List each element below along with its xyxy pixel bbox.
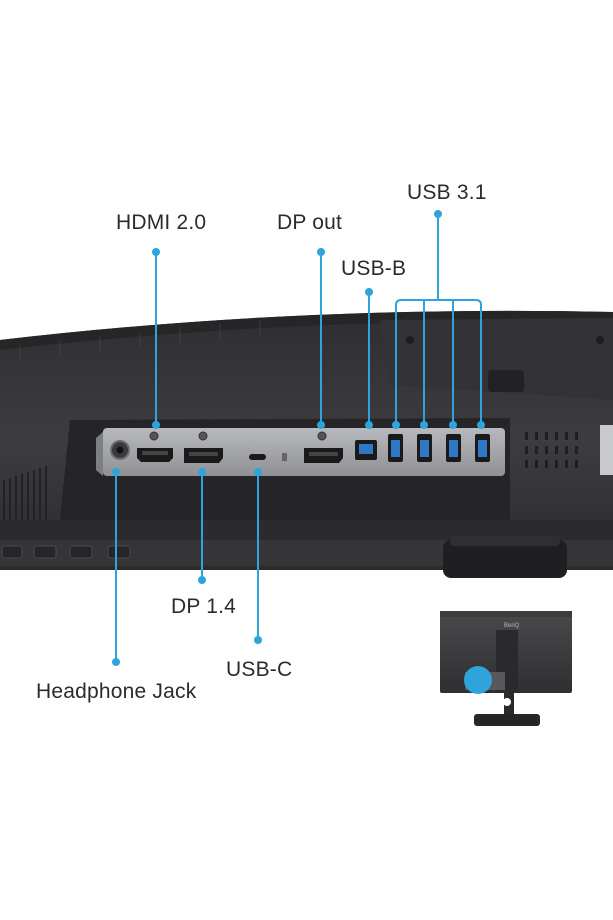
right-vent bbox=[525, 432, 578, 468]
right-side-panel bbox=[600, 425, 613, 475]
mount-screw bbox=[406, 336, 414, 344]
port-panel-left bbox=[96, 432, 103, 476]
label-usb-3-1: USB 3.1 bbox=[407, 181, 487, 204]
stand-clip bbox=[488, 370, 524, 392]
callout-lines bbox=[115, 214, 482, 662]
usbc-marker bbox=[282, 453, 287, 461]
monitor-inset-thumbnail: BenQ bbox=[440, 611, 572, 726]
screw-icon bbox=[198, 431, 208, 441]
usb31-ports bbox=[388, 434, 490, 462]
label-dp-out: DP out bbox=[277, 211, 343, 234]
inset-highlight-dot bbox=[464, 666, 492, 694]
label-dp-1-4: DP 1.4 bbox=[171, 595, 237, 618]
label-headphone-jack: Headphone Jack bbox=[36, 680, 197, 703]
label-hdmi-2-0: HDMI 2.0 bbox=[116, 211, 207, 234]
label-usb-b: USB-B bbox=[341, 257, 407, 280]
left-vent bbox=[3, 466, 47, 520]
stand-mount bbox=[380, 318, 613, 400]
usbc-port bbox=[249, 454, 266, 460]
osd-buttons bbox=[1, 545, 131, 559]
screw-icon bbox=[317, 431, 327, 441]
screw-icon bbox=[149, 431, 159, 441]
stand-foot bbox=[443, 540, 567, 578]
mount-screw bbox=[596, 336, 604, 344]
label-usb-c: USB-C bbox=[226, 658, 293, 681]
inset-brand-text: BenQ bbox=[504, 623, 520, 629]
callout-dots bbox=[112, 210, 485, 666]
